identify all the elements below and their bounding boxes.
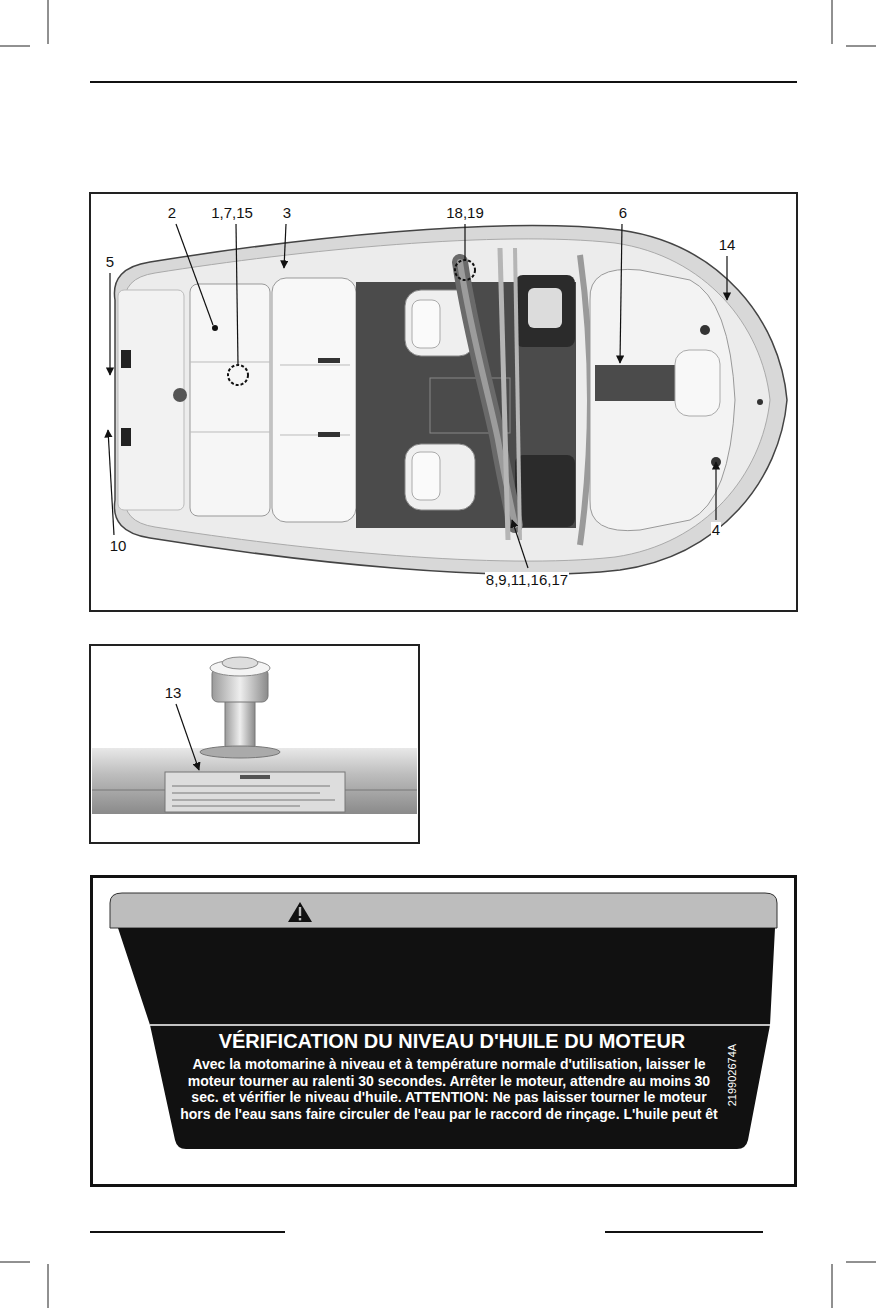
part-number: 219902674A [727,1044,739,1106]
callout-number: 3 [282,205,292,222]
callout-number: 8,9,11,16,17 [485,572,569,589]
footer-rule [90,1231,285,1233]
cleat-photo [92,657,417,814]
warning-body: Avec la motomarine à niveau et à tempéra… [180,1056,718,1122]
footer-rule [605,1231,763,1233]
callout-number: 18,19 [445,205,485,222]
callout-number: 4 [711,522,721,539]
warning-heading: VÉRIFICATION DU NIVEAU D'HUILE DU MOTEUR [172,1030,732,1053]
warning-label [110,893,777,1149]
callout-number: 6 [618,205,628,222]
callout-number: 5 [105,254,115,271]
callout-number: 13 [164,685,183,702]
warning-frame [92,877,796,1186]
inset-frame [90,645,419,843]
boat-top-view [114,226,787,575]
header-rule [90,81,797,83]
callout-number: 10 [109,538,128,555]
figure-frame [90,193,797,611]
callout-number: 1,7,15 [210,205,254,222]
callout-number: 2 [167,205,177,222]
warning-decal: VÉRIFICATION DU NIVEAU D'HUILE DU MOTEUR… [110,880,777,1155]
callout-number: 14 [718,237,737,254]
leader-lines [108,224,727,568]
